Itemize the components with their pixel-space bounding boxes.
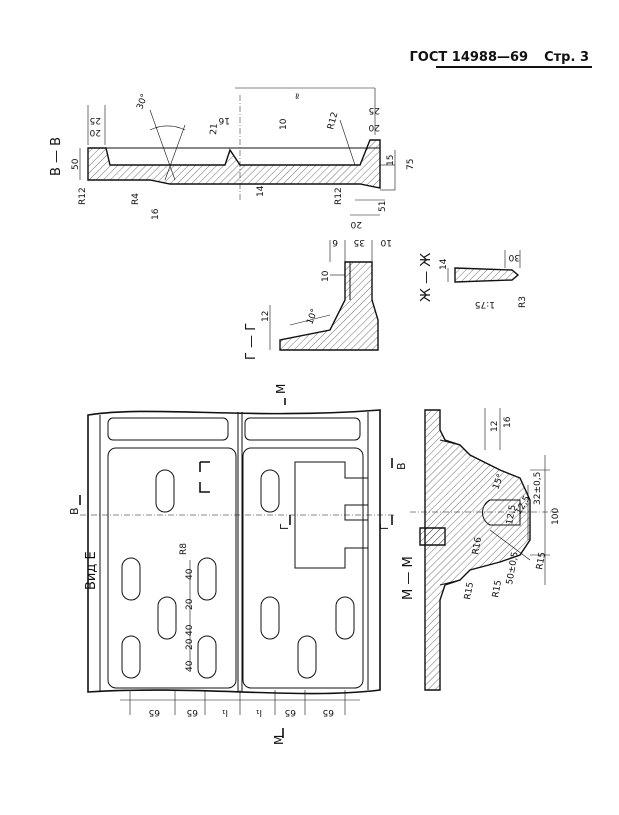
plan-dim-40-a: 40	[185, 568, 195, 580]
slot-group	[121, 469, 355, 679]
plan-dim-65-a: 65	[149, 707, 160, 717]
vv-dim-75: 75	[406, 159, 416, 170]
plan-dim-l1-b: l₁	[255, 707, 262, 717]
mm-dim-r15-b: R15	[491, 579, 504, 598]
plan-dim-r8: R8	[179, 543, 189, 555]
zhzh-dim-slope: 1:75	[475, 299, 495, 309]
plan-dim-65-b: 65	[187, 707, 198, 717]
vv-dim-30deg: 30°	[135, 93, 150, 111]
section-gg: Г — Г 6 35 10 10 12 10°	[244, 237, 392, 360]
vv-dim-r12-bottom: R12	[334, 187, 344, 205]
plan-label: Вид Е	[84, 551, 99, 590]
standard-number: ГОСТ 14988—69	[409, 50, 529, 65]
vv-dim-20: 20	[89, 127, 101, 137]
vv-dim-51: 51	[378, 201, 388, 212]
marker-g-right: Г	[378, 523, 391, 530]
plan-dim-40-b: 40	[185, 624, 195, 636]
vv-dim-r12-top: R12	[326, 111, 340, 131]
mm-dim-32: 32±0,5	[533, 472, 543, 505]
gg-dim-10-left: 10	[321, 270, 331, 282]
vv-dim-15: 15	[386, 155, 396, 166]
plan-dim-l1-a: l₁	[221, 707, 228, 717]
section-mm: М — М 12 16 15° 12,5 32±0,5 100 R16 R15 …	[401, 408, 561, 691]
header-rule	[436, 66, 592, 68]
mm-dim-100: 100	[551, 508, 561, 525]
mm-dim-12-5: 12,5	[505, 504, 518, 525]
page-number: Стр. 3	[544, 50, 589, 65]
section-zhzh: Ж — Ж 14 30 1:75 R3	[419, 250, 528, 309]
gg-dim-12: 12	[261, 311, 271, 322]
zhzh-dim-r3: R3	[518, 296, 528, 308]
gg-dim-35: 35	[354, 237, 365, 247]
marker-v-left: В	[68, 507, 81, 515]
marker-m-bottom: М	[272, 735, 286, 745]
gg-dim-10-top: 10	[380, 237, 392, 247]
mm-dim-r16: R16	[471, 536, 484, 555]
vv-label: В — В	[49, 137, 64, 176]
vv-dim-20-bottom: 20	[350, 219, 362, 229]
marker-g-left: Г	[278, 523, 291, 530]
plan-view: Вид Е М М В В Г Г R8 40 20 40 20 40 65 6…	[68, 384, 408, 745]
vv-dim-21: 21	[209, 123, 220, 135]
gg-dim-6: 6	[332, 237, 338, 247]
zhzh-dim-14: 14	[439, 258, 449, 270]
plan-dim-20-a: 20	[185, 598, 195, 610]
marker-v-right: В	[395, 462, 408, 470]
mm-dim-12: 12	[490, 421, 500, 432]
vv-dim-r12-left: R12	[78, 187, 88, 205]
vv-dim-approx: ≈	[293, 92, 303, 100]
plan-dim-65-d: 65	[323, 707, 334, 717]
vv-dim-16-bottom: 16	[151, 208, 161, 220]
vv-dim-25: 25	[90, 115, 101, 125]
vv-dim-10: 10	[279, 118, 289, 130]
plan-dim-20-b: 20	[185, 638, 195, 650]
gg-label: Г — Г	[244, 323, 259, 360]
vv-dim-16: 16	[218, 115, 230, 125]
plan-dim-65-c: 65	[285, 707, 296, 717]
mm-dim-16: 16	[503, 416, 513, 428]
page-header: ГОСТ 14988—69 Стр. 3	[410, 50, 589, 65]
zhzh-label: Ж — Ж	[419, 253, 434, 302]
vv-dim-25-right: 25	[369, 105, 380, 115]
marker-m-top: М	[274, 384, 288, 394]
vv-dim-20-right: 20	[368, 122, 380, 132]
gg-dim-10deg: 10°	[305, 308, 320, 326]
vv-dim-50: 50	[71, 158, 81, 170]
mm-dim-r15-a: R15	[463, 581, 476, 600]
mm-label: М — М	[401, 556, 416, 600]
section-vv: В — В 25 20 30° 21 16 10 R12 25 20 50 R1…	[49, 87, 416, 229]
vv-dim-r4: R4	[131, 193, 141, 205]
zhzh-dim-30: 30	[508, 252, 520, 262]
vv-dim-14: 14	[256, 185, 266, 197]
plan-dim-40-c: 40	[185, 660, 195, 672]
mm-dim-r15-c: R15	[535, 551, 548, 570]
